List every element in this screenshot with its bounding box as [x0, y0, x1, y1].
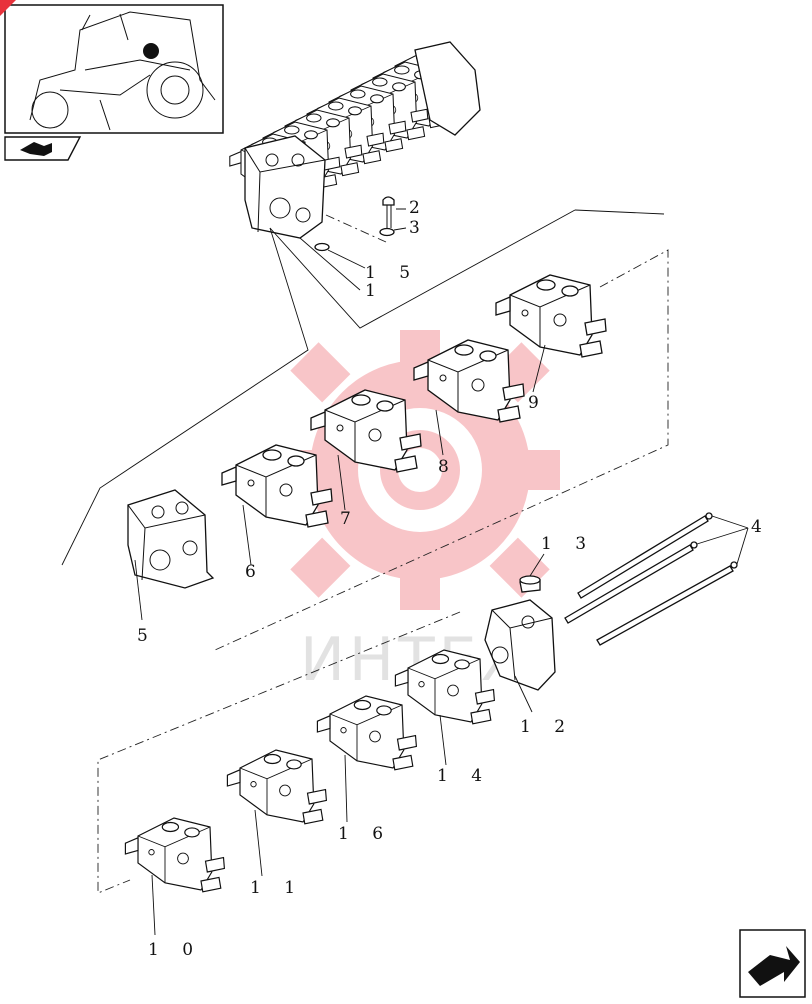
- tie-rods: [564, 512, 749, 646]
- section-6: [221, 444, 333, 528]
- end-block: [127, 489, 215, 621]
- callout-6: 6: [245, 562, 265, 582]
- location-marker-icon: [143, 43, 159, 59]
- callout-5: 5: [137, 626, 157, 646]
- plug-part: [519, 553, 545, 593]
- callout-15: 1 5: [365, 263, 419, 283]
- callout-7: 7: [340, 509, 360, 529]
- callout-1: 1: [365, 281, 385, 301]
- section-16: [316, 695, 418, 771]
- tractor-thumbnail: [0, 0, 224, 134]
- exploded-sections: [124, 274, 607, 936]
- section-14: [394, 649, 496, 725]
- callout-14: 1 4: [437, 766, 491, 786]
- callout-12: 1 2: [520, 717, 574, 737]
- washer-part: [379, 227, 395, 237]
- callout-4: 4: [751, 517, 771, 537]
- direction-tab-icon: [4, 136, 82, 161]
- next-page-button[interactable]: [739, 929, 806, 998]
- section-9: [495, 274, 607, 358]
- callout-10: 1 0: [148, 940, 202, 960]
- callout-13: 1 3: [541, 534, 595, 554]
- callout-8: 8: [438, 457, 458, 477]
- section-8: [413, 339, 525, 423]
- inlet-block: [244, 135, 326, 239]
- callout-2: 2: [409, 198, 429, 218]
- bolt-part: [382, 196, 395, 228]
- next-arrow-icon: [748, 946, 800, 986]
- outlet-block: [484, 599, 556, 713]
- callout-9: 9: [528, 393, 548, 413]
- seal-washer-part: [314, 242, 330, 252]
- section-7: [310, 389, 422, 473]
- callout-3: 3: [409, 218, 429, 238]
- section-11: [226, 749, 328, 825]
- callout-11: 1 1: [250, 878, 304, 898]
- callout-16: 1 6: [338, 824, 392, 844]
- section-10: [124, 817, 226, 893]
